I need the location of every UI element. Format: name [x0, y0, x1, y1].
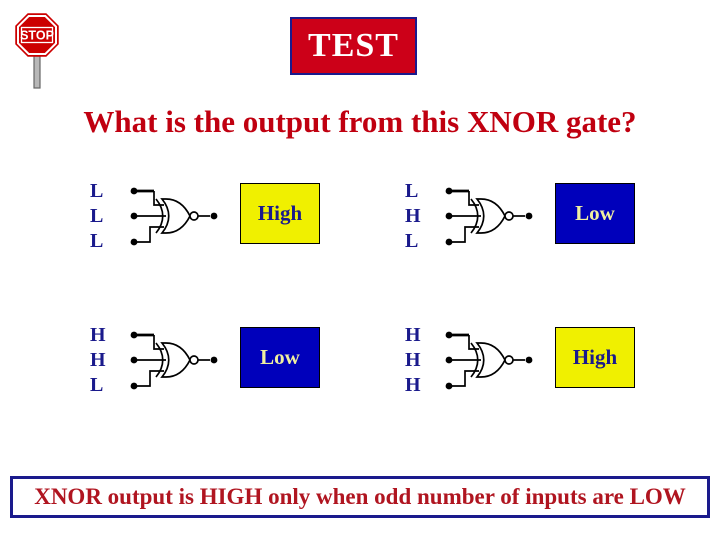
xnor-gate-icon — [130, 187, 218, 246]
output-value-box: Low — [555, 183, 635, 244]
input-label: H — [405, 205, 421, 227]
input-label: H — [405, 374, 421, 396]
xnor-example-4: H H H High — [403, 322, 638, 402]
title-box: TEST — [290, 17, 417, 75]
input-label: H — [405, 324, 421, 346]
xnor-gate-icon — [130, 331, 218, 390]
xnor-example-1: L L L High — [88, 178, 323, 258]
input-labels: L L L — [90, 179, 114, 254]
input-label: H — [90, 324, 106, 346]
input-label: H — [90, 349, 106, 371]
output-value-box: High — [240, 183, 320, 244]
input-label: H — [405, 349, 421, 371]
question-text: What is the output from this XNOR gate? — [83, 104, 637, 139]
stop-sign-icon: STOP — [15, 13, 59, 89]
xnor-example-3: H H L Low — [88, 322, 323, 402]
input-labels: H H L — [90, 323, 114, 398]
output-value-box: Low — [240, 327, 320, 388]
input-labels: L H L — [405, 179, 429, 254]
input-label: L — [90, 230, 104, 252]
input-label: L — [90, 374, 104, 396]
xnor-gate-icon — [445, 331, 533, 390]
output-value-box: High — [555, 327, 635, 388]
input-label: L — [405, 180, 419, 202]
stop-sign-label: STOP — [20, 29, 54, 43]
input-label: L — [405, 230, 419, 252]
xnor-example-2: L H L Low — [403, 178, 638, 258]
footer-note: XNOR output is HIGH only when odd number… — [10, 476, 710, 518]
input-label: L — [90, 205, 104, 227]
input-label: L — [90, 180, 104, 202]
xnor-gate-icon — [445, 187, 533, 246]
page-title: TEST — [308, 27, 399, 64]
input-labels: H H H — [405, 323, 429, 398]
